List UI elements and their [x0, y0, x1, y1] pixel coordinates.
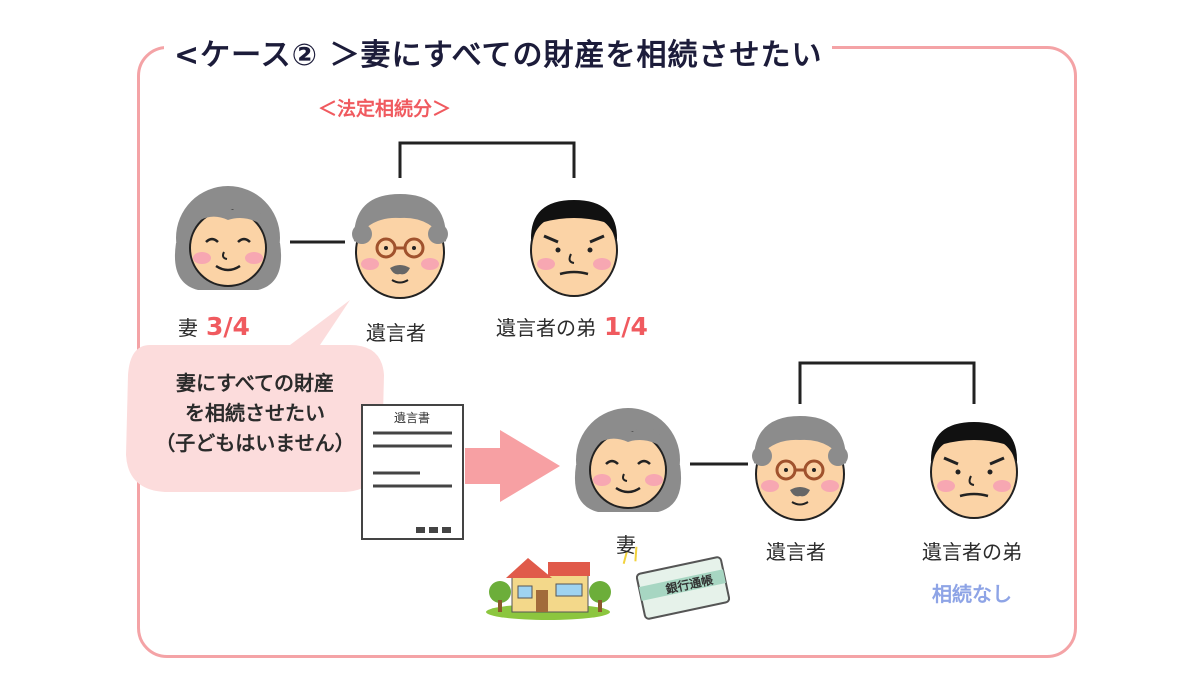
wife-face-top: [173, 184, 283, 292]
testator-label-bottom: 遺言者: [766, 540, 826, 564]
testator-face-bottom: [750, 414, 850, 522]
transfer-arrow: [465, 430, 560, 502]
page-title: <ケース② ＞妻にすべての財産を相続させたい: [164, 30, 833, 74]
speech-bubble: [126, 300, 384, 492]
brother-status: 相続なし: [932, 582, 1012, 606]
brother-label-top: 遺言者の弟 1/4: [496, 312, 648, 341]
wife-face-bottom: [573, 406, 683, 514]
wife-label-bottom: 妻: [616, 533, 636, 557]
brother-face-top: [529, 198, 619, 298]
brother-share: 1/4: [604, 312, 648, 341]
brother-face-bottom: [929, 420, 1019, 520]
legal-share-heading: ＜法定相続分＞: [318, 98, 452, 120]
wife-share: 3/4: [206, 312, 250, 341]
wife-label-top: 妻 3/4: [178, 312, 250, 341]
bankbook-icon: 銀行通帳: [622, 546, 731, 620]
brother-label-bottom: 遺言者の弟: [922, 540, 1022, 564]
sibling-connector-bottom: [798, 361, 976, 404]
will-document: 遺言書: [361, 404, 464, 540]
wife-name-top: 妻: [178, 316, 198, 340]
bubble-line-1: 妻にすべての財産: [176, 371, 334, 395]
house-icon: [486, 558, 611, 620]
will-document-title: 遺言書: [394, 410, 430, 425]
sibling-connector-top: [398, 141, 576, 178]
speech-bubble-text: 妻にすべての財産 を相続させたい （子どもはいません）: [132, 368, 378, 458]
testator-face-top: [350, 192, 450, 300]
testator-label-top: 遺言者: [366, 321, 426, 345]
bubble-line-2: を相続させたい: [185, 401, 325, 425]
brother-name-top: 遺言者の弟: [496, 316, 596, 340]
bubble-line-3: （子どもはいません）: [155, 431, 355, 455]
